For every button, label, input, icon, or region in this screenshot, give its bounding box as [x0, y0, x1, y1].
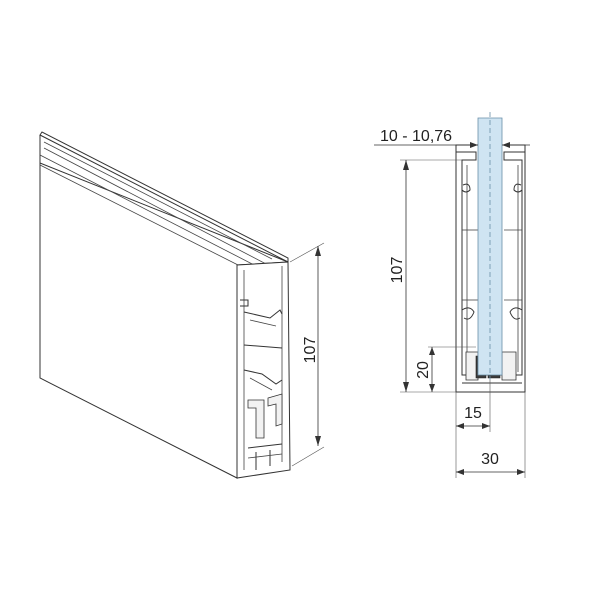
iso-top-rim — [39, 131, 289, 263]
iso-height-label: 107 — [302, 337, 319, 364]
section-height-label: 107 — [389, 257, 406, 284]
inner-width-label: 15 — [464, 405, 482, 422]
iso-profile-view: 107 — [39, 131, 325, 479]
glass-thickness-label: 10 - 10,76 — [380, 128, 452, 145]
glass-pane — [477, 117, 503, 376]
section-profile-view: 10 - 10,76 107 20 15 30 — [374, 112, 530, 478]
total-width-label: 30 — [481, 451, 499, 468]
base-height-label: 20 — [415, 361, 432, 379]
